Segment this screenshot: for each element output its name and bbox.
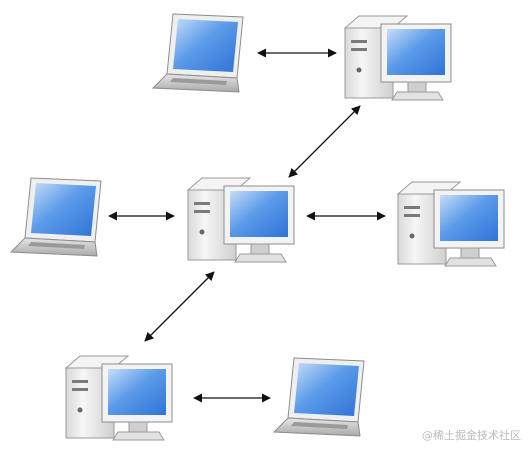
laptop-icon <box>9 177 102 257</box>
desktop-computer-icon <box>186 177 295 263</box>
desktop-computer-icon <box>396 181 505 267</box>
link-desktop-top-desktop-center <box>288 105 361 178</box>
links <box>108 48 386 403</box>
laptop-icon <box>272 357 365 437</box>
watermark: @稀土掘金技术社区 <box>422 429 521 442</box>
desktop-computer-icon <box>64 355 173 441</box>
desktop-computer-icon <box>343 15 452 101</box>
laptop-icon <box>151 13 244 93</box>
link-desktop-center-desktop-bottom <box>144 271 215 342</box>
